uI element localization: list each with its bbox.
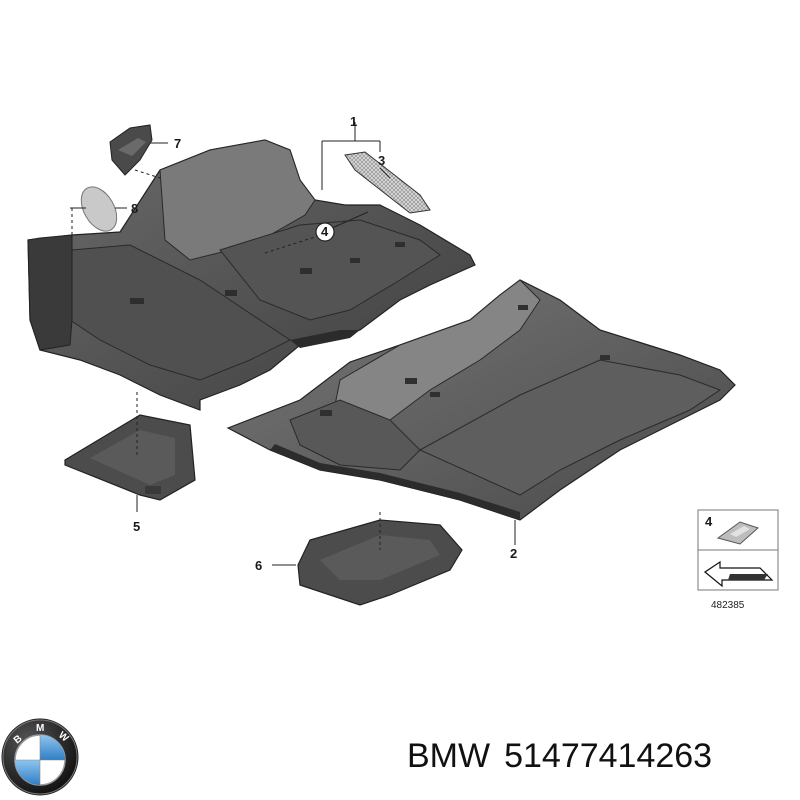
- floor-mat-left: [64, 414, 196, 501]
- caption: BMW 51477414263: [407, 737, 726, 776]
- mesh-insert: [344, 151, 431, 214]
- clip-icon: [716, 521, 759, 545]
- caption-part-number: 51477414263: [504, 737, 713, 775]
- callout-8: 8: [131, 201, 138, 216]
- cover-pad: [109, 124, 153, 176]
- svg-text:M: M: [36, 723, 44, 734]
- legend-box: 4 482385: [697, 509, 779, 611]
- bmw-logo: B M W: [1, 718, 79, 796]
- reference-number: 482385: [711, 600, 745, 611]
- callout-2: 2: [510, 546, 517, 561]
- callout-circle-4: [315, 222, 335, 242]
- callout-6: 6: [255, 558, 262, 573]
- callout-4: 4: [321, 224, 329, 239]
- caption-brand: BMW: [407, 737, 491, 775]
- oval-insulation: [80, 186, 118, 232]
- callout-5: 5: [133, 519, 140, 534]
- rear-floor-carpet: [226, 279, 736, 521]
- callout-7: 7: [174, 136, 181, 151]
- floor-mat-rear: [297, 519, 463, 606]
- callout-3: 3: [378, 153, 385, 168]
- front-floor-carpet: [27, 139, 476, 411]
- leader-lines: [70, 122, 516, 566]
- arrow-icon: [703, 560, 774, 588]
- callout-1: 1: [350, 114, 357, 129]
- legend-number: 4: [705, 514, 713, 529]
